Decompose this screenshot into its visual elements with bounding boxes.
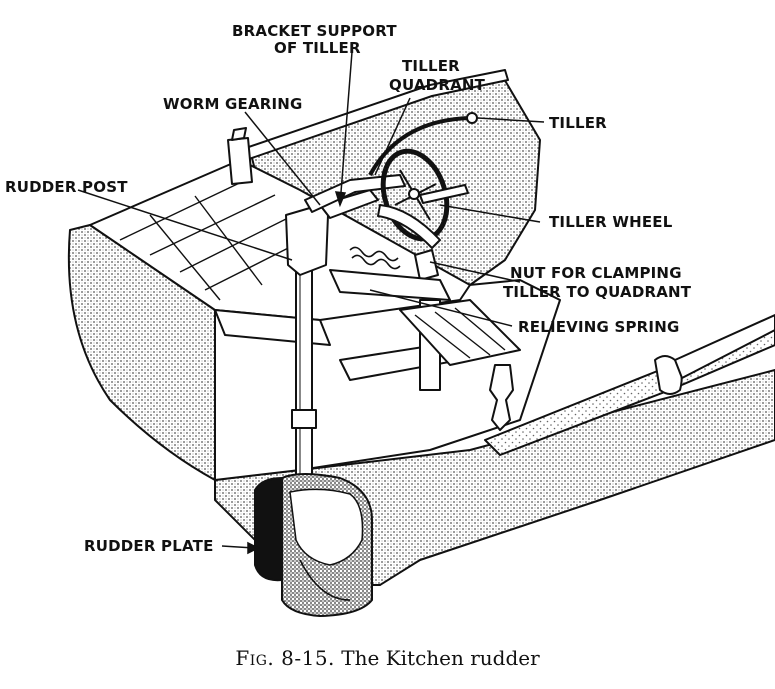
label-bracket-support-line1: BRACKET SUPPORT	[232, 22, 397, 40]
post-collar	[291, 409, 317, 429]
transom	[67, 224, 216, 481]
caption-title: The Kitchen rudder	[341, 646, 540, 670]
label-tiller: TILLER	[549, 114, 607, 132]
label-relieving-spring: RELIEVING SPRING	[518, 318, 679, 336]
bracket-housing	[285, 204, 329, 276]
leader-rudder-post	[77, 189, 293, 261]
label-rudder-plate: RUDDER PLATE	[84, 537, 214, 555]
caption-fig-number: Fig. 8-15.	[235, 646, 335, 670]
leader-tiller-wheel	[439, 204, 541, 223]
leader-relieving-spring	[369, 289, 513, 327]
leader-tiller	[477, 117, 545, 123]
label-bracket-support-line2: OF TILLER	[274, 39, 361, 57]
floor-slats	[399, 299, 521, 366]
stanchion	[489, 364, 514, 431]
leader-lines	[77, 51, 545, 555]
rudder-plate-dark	[254, 477, 283, 582]
worm-arm	[304, 174, 406, 213]
label-rudder-post: RUDDER POST	[5, 178, 128, 196]
clamp-nut	[414, 249, 439, 281]
labels: BRACKET SUPPORT OF TILLER TILLER QUADRAN…	[5, 22, 692, 555]
tiller-rod	[368, 116, 471, 176]
leader-quadrant	[374, 97, 411, 176]
label-tiller-wheel: TILLER WHEEL	[549, 213, 673, 231]
figure-caption: Fig. 8-15. The Kitchen rudder	[0, 646, 775, 670]
label-nut-line2: TILLER TO QUADRANT	[503, 283, 692, 301]
cleat	[227, 137, 253, 185]
leader-nut	[429, 261, 521, 283]
boat-drawing	[67, 69, 775, 617]
label-worm-gearing: WORM GEARING	[163, 95, 303, 113]
label-tiller-quadrant-line2: QUADRANT	[389, 76, 486, 94]
leader-bracket	[339, 51, 353, 206]
label-nut-line1: NUT FOR CLAMPING	[510, 264, 682, 282]
tiller-quadrant	[377, 204, 441, 249]
label-tiller-quadrant-line1: TILLER	[402, 57, 460, 75]
relieving-spring-coil	[349, 246, 401, 270]
leader-worm	[244, 111, 321, 206]
